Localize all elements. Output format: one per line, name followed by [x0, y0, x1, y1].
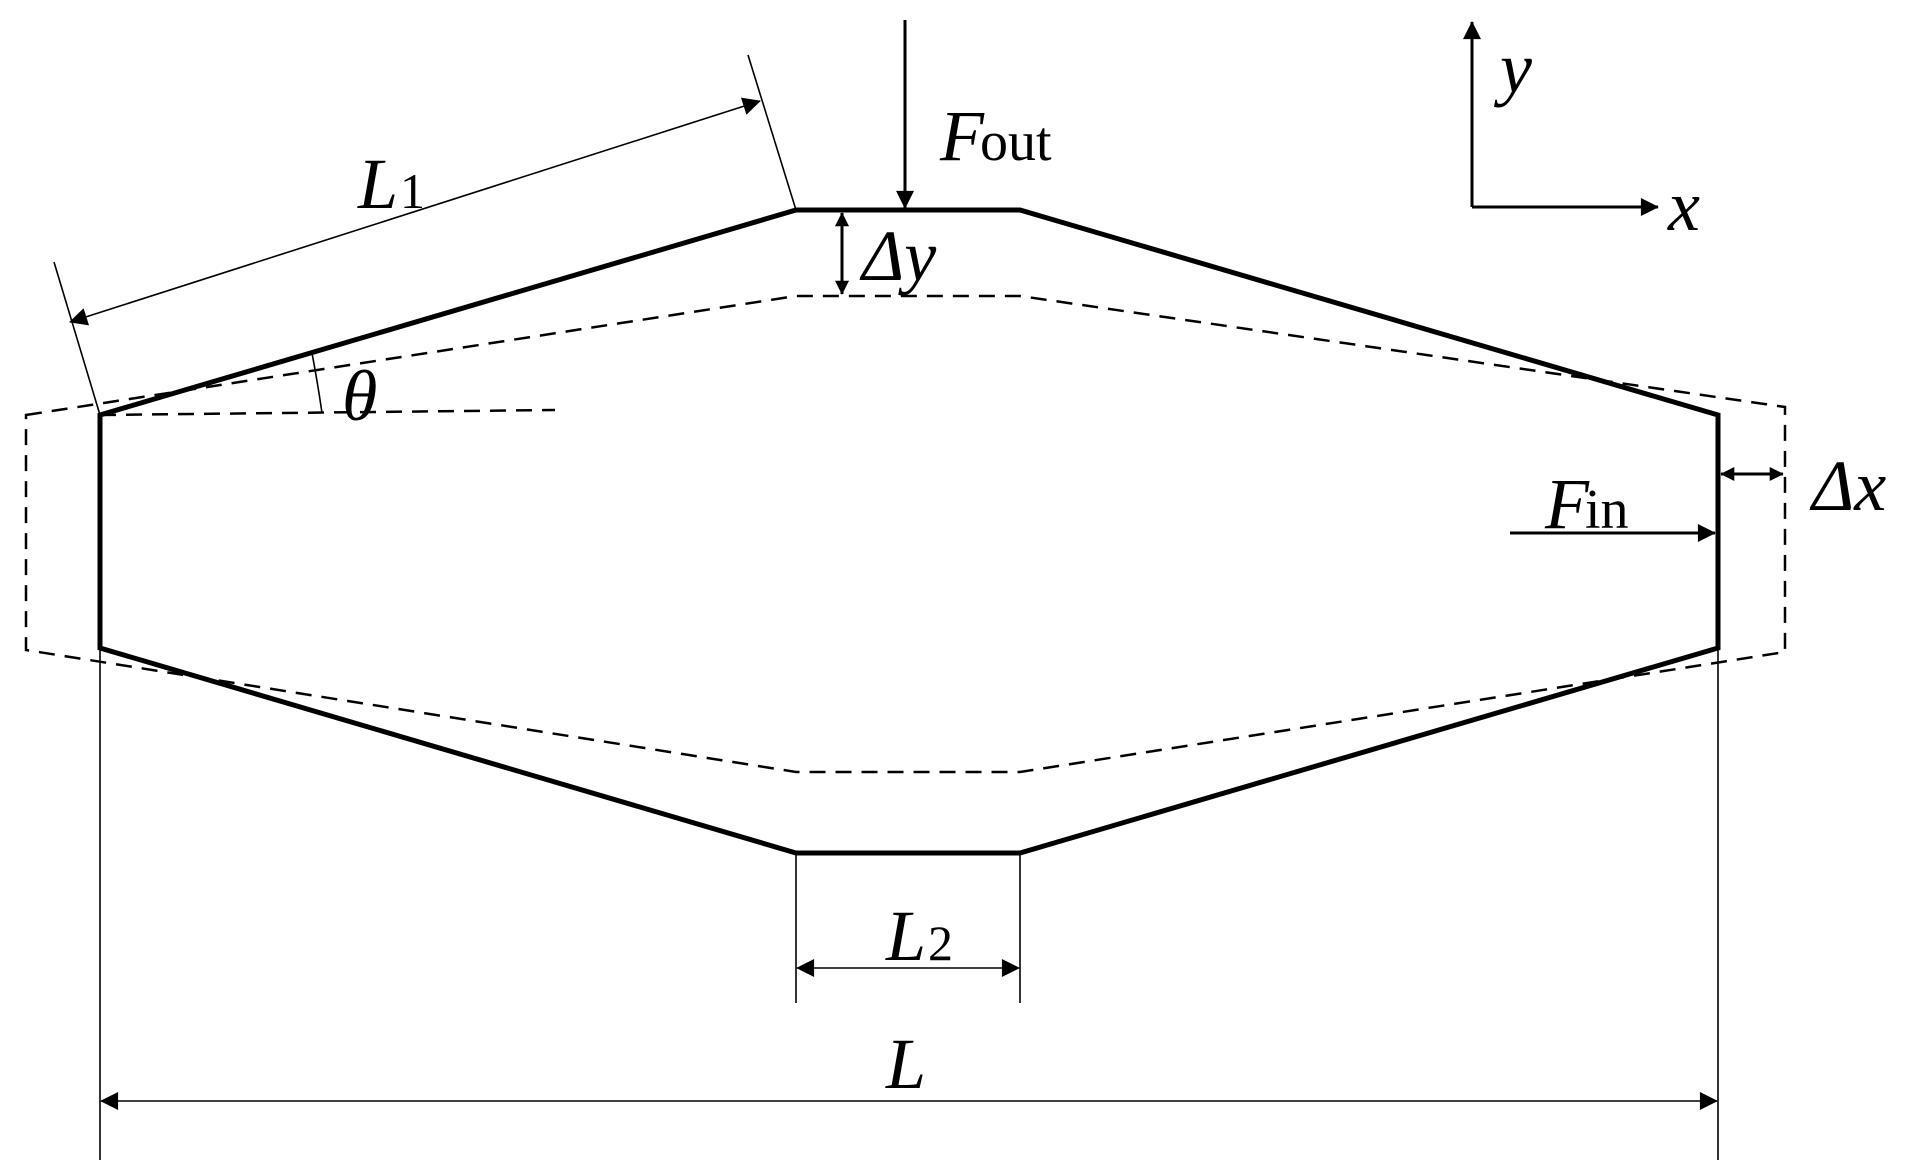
theta-label: θ — [342, 356, 377, 436]
L-label: L — [885, 1024, 926, 1104]
theta-reference-line — [99, 408, 556, 417]
L1-label: L1 — [357, 144, 425, 224]
x-axis-label: x — [1667, 166, 1700, 246]
F-in-label: Fin — [1544, 464, 1629, 544]
L1-dimension-line — [69, 97, 761, 326]
deformed-outline — [24, 294, 1787, 774]
L1-extension-left — [53, 261, 101, 416]
delta-y-label: Δy — [859, 216, 936, 296]
F-out-label: Fout — [939, 96, 1052, 176]
delta-x-label: Δx — [1809, 446, 1886, 526]
L1-extension-right — [747, 54, 797, 211]
L2-label: L2 — [885, 896, 953, 976]
theta-arc — [311, 352, 323, 414]
y-axis-label: y — [1493, 28, 1532, 108]
original-outline — [97, 207, 1721, 856]
